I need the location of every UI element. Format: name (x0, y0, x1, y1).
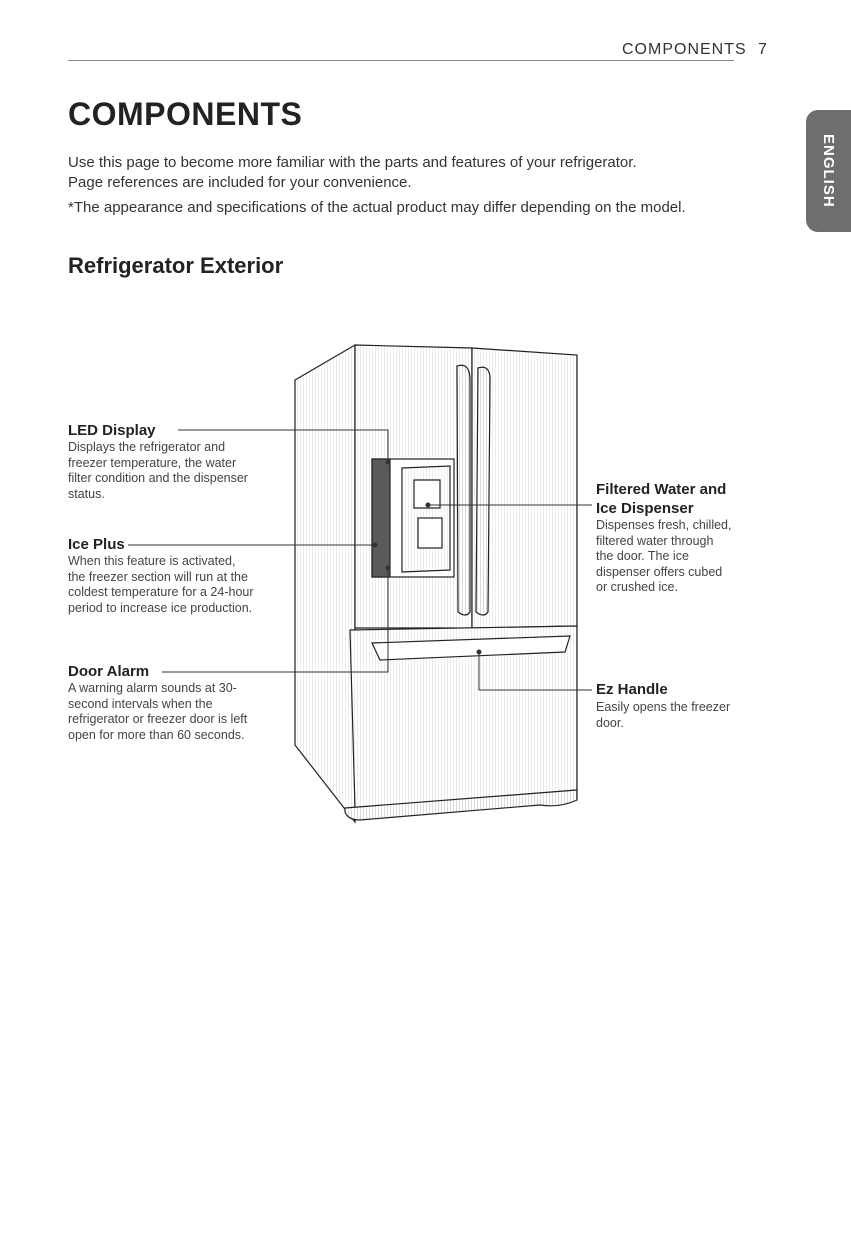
running-header: COMPONENTS (622, 41, 747, 58)
water-ice-dispenser-title: Filtered Water and Ice Dispenser (596, 481, 727, 517)
intro-line-1: Use this page to become more familiar wi… (68, 154, 637, 171)
intro-note: *The appearance and specifications of th… (68, 199, 686, 216)
page-number: 7 (758, 41, 767, 58)
door-alarm-title: Door Alarm (68, 663, 150, 680)
led-display-desc: Displays the refrigerator and freezer te… (68, 440, 248, 501)
ez-handle-title: Ez Handle (596, 681, 668, 698)
page-title: COMPONENTS (68, 96, 303, 132)
led-display-title: LED Display (68, 422, 156, 439)
ice-plus-title: Ice Plus (68, 536, 125, 553)
ez-handle-desc: Easily opens the freezer door. (596, 700, 731, 730)
intro-line-2: Page references are included for your co… (68, 174, 412, 191)
language-tab: ENGLISH (806, 110, 851, 232)
door-alarm-desc: A warning alarm sounds at 30- second int… (68, 681, 248, 742)
header-rule (68, 60, 734, 61)
refrigerator-illustration (128, 343, 592, 824)
ice-plus-desc: When this feature is activated, the free… (68, 554, 254, 615)
section-title: Refrigerator Exterior (68, 253, 284, 278)
language-tab-label: ENGLISH (820, 134, 837, 208)
water-ice-dispenser-desc: Dispenses fresh, chilled, filtered water… (596, 518, 732, 594)
